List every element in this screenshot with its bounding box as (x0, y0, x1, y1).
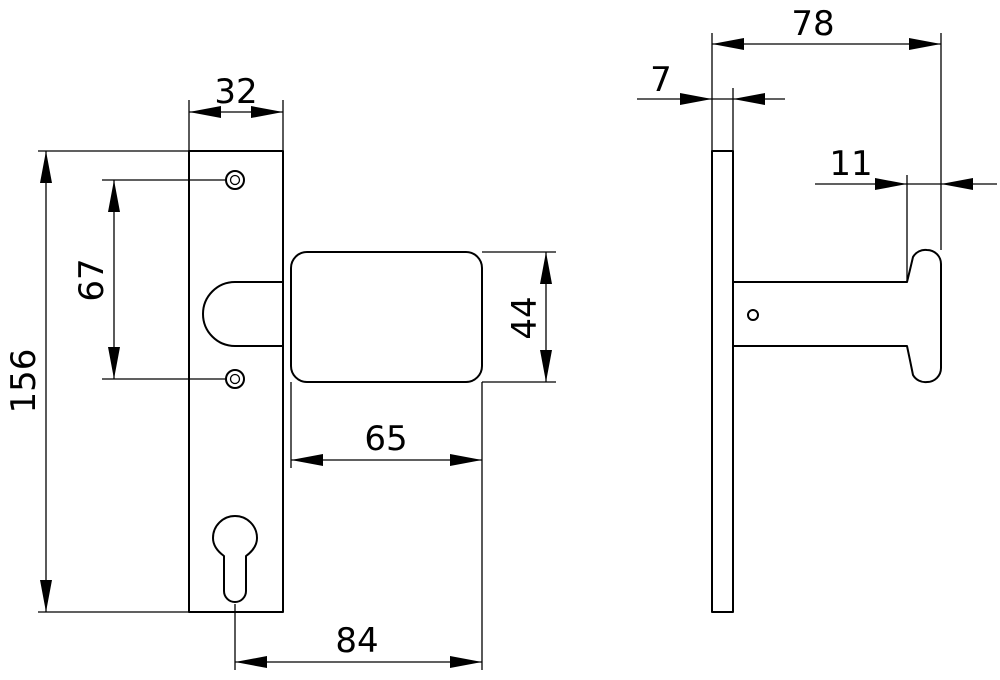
dim-label-knob-height: 44 (505, 296, 545, 339)
keyhole-cylinder-cutout (212, 515, 258, 603)
dimension-plate-height: 156 (4, 150, 189, 613)
dim-label-plate-thickness: 7 (650, 60, 672, 100)
dimension-plate-width: 32 (188, 72, 284, 151)
dim-label-rose-thickness: 11 (829, 144, 872, 184)
dimension-knob-projection: 65 (290, 382, 483, 670)
dimension-knob-height: 44 (482, 251, 556, 383)
screw-hole-bottom (225, 369, 245, 389)
dimension-backset: 84 (234, 604, 482, 670)
side-view (711, 150, 942, 613)
knob-side-profile (732, 248, 942, 384)
dim-label-overall-depth: 78 (791, 4, 834, 44)
side-plate (711, 150, 734, 613)
grub-screw-hole (747, 309, 759, 321)
front-view (188, 150, 483, 613)
dim-label-plate-width: 32 (214, 72, 257, 112)
knob-front (290, 251, 483, 383)
dimension-plate-thickness: 7 (637, 60, 785, 151)
dimension-overall-depth: 78 (711, 4, 942, 250)
dim-label-hole-spacing: 67 (72, 258, 112, 301)
dim-label-knob-projection: 65 (364, 419, 407, 459)
backplate-outline (188, 150, 284, 613)
screw-hole-top (225, 170, 245, 190)
dimension-rose-thickness: 11 (815, 144, 997, 282)
dim-label-plate-height: 156 (4, 349, 44, 414)
dimension-hole-spacing: 67 (72, 179, 226, 380)
knob-neck (202, 281, 284, 347)
dim-label-backset: 84 (335, 621, 378, 661)
